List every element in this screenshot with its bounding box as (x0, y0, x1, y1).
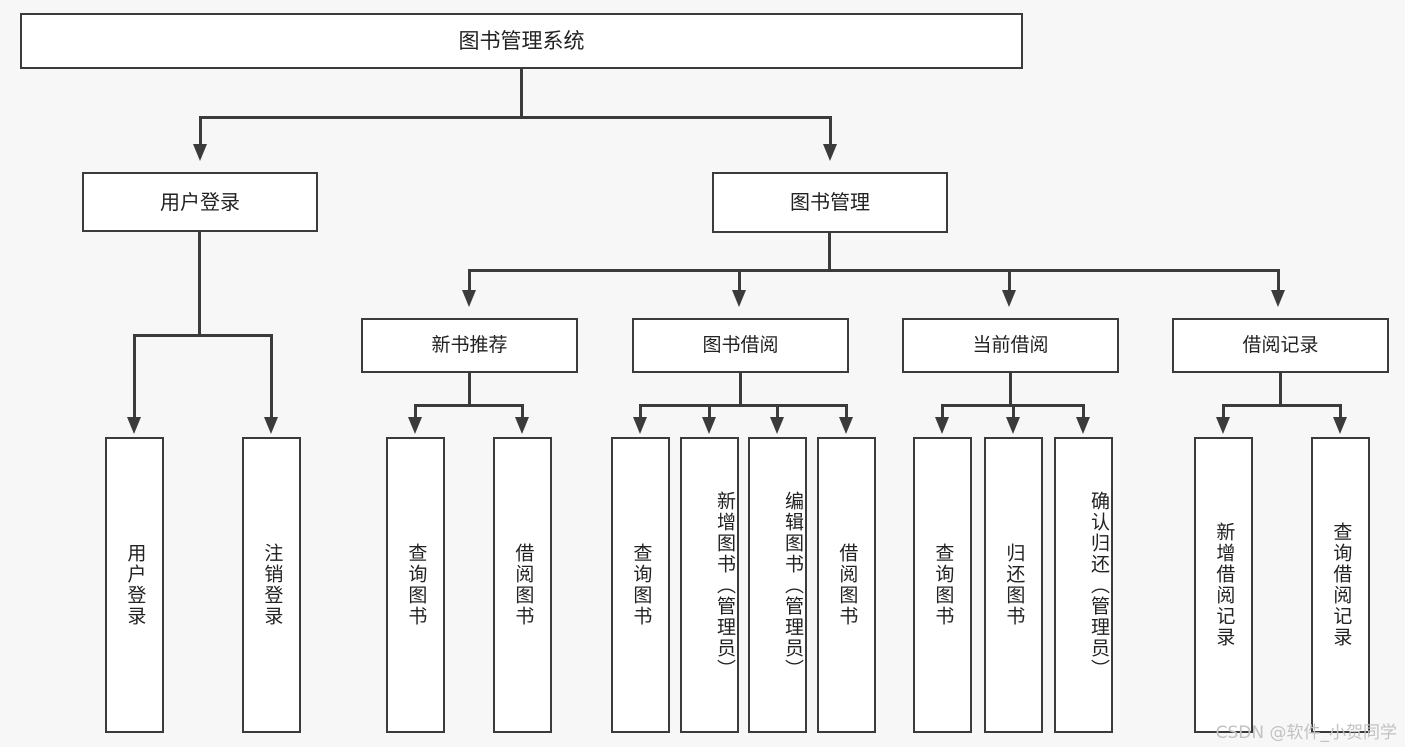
arrow-to-leaf-query-record (1333, 417, 1347, 434)
arrow-to-leaf-edit-book (770, 417, 784, 434)
arrow-to-leaf-add-book (702, 417, 716, 434)
connector-new-book-bus (414, 404, 522, 407)
leaf-label: 用户登录 (124, 543, 147, 627)
connector-current-borrow-stem (1009, 373, 1012, 405)
leaf-label: 查询图书 (405, 543, 428, 627)
node-label: 用户登录 (160, 189, 240, 214)
leaf-confirm-return-admin[interactable]: 确认归还（管理员） (1054, 437, 1113, 733)
connector-book-borrow-bus (639, 404, 847, 407)
connector-root-stem (520, 69, 523, 117)
leaf-label: 查询图书 (932, 543, 955, 627)
arrow-to-leaf-borrow-book-2 (839, 417, 853, 434)
node-book-borrow[interactable]: 图书借阅 (632, 318, 849, 373)
node-borrow-record[interactable]: 借阅记录 (1172, 318, 1389, 373)
connector-borrow-record-drop-1 (1339, 404, 1342, 418)
node-label: 图书管理系统 (458, 28, 585, 53)
leaf-label: 新增图书（管理员） (714, 490, 736, 680)
arrow-to-current-borrow (1002, 290, 1016, 307)
arrow-to-user-login (193, 144, 207, 161)
leaf-edit-book-admin[interactable]: 编辑图书（管理员） (748, 437, 807, 733)
connector-current-borrow-drop-2 (1082, 404, 1085, 418)
leaf-return-book[interactable]: 归还图书 (984, 437, 1043, 733)
node-label: 图书管理 (790, 190, 870, 214)
connector-book-borrow-drop-0 (639, 404, 642, 418)
connector-level2-drop-0 (468, 269, 471, 291)
connector-user-login-drop-0 (133, 334, 136, 418)
connector-borrow-record-drop-0 (1222, 404, 1225, 418)
connector-user-login-drop-1 (270, 334, 273, 418)
arrow-to-leaf-return-book (1006, 417, 1020, 434)
connector-level1-drop-1 (829, 116, 832, 145)
arrow-to-leaf-user-login (127, 417, 141, 434)
leaf-borrow-book[interactable]: 借阅图书 (817, 437, 876, 733)
connector-user-login-bus (133, 334, 271, 337)
connector-book-borrow-drop-3 (845, 404, 848, 418)
arrow-to-leaf-confirm-return (1076, 417, 1090, 434)
node-root-system[interactable]: 图书管理系统 (20, 13, 1023, 69)
leaf-label: 查询借阅记录 (1330, 522, 1353, 648)
leaf-add-borrow-record[interactable]: 新增借阅记录 (1194, 437, 1253, 733)
arrow-to-borrow-record (1271, 290, 1285, 307)
leaf-label: 新增借阅记录 (1213, 522, 1236, 648)
connector-new-book-drop-0 (414, 404, 417, 418)
leaf-add-book-admin[interactable]: 新增图书（管理员） (680, 437, 739, 733)
leaf-label: 确认归还（管理员） (1088, 490, 1110, 680)
connector-level2-drop-3 (1277, 269, 1280, 291)
connector-level2-drop-1 (738, 269, 741, 291)
leaf-label: 查询图书 (630, 543, 653, 627)
connector-new-book-stem (468, 373, 471, 405)
leaf-label: 编辑图书（管理员） (782, 490, 804, 680)
connector-borrow-record-stem (1279, 373, 1282, 405)
arrow-to-leaf-logout (264, 417, 278, 434)
node-label: 新书推荐 (431, 333, 508, 356)
connector-borrow-record-bus (1222, 404, 1341, 407)
node-label: 当前借阅 (972, 333, 1049, 356)
node-current-borrow[interactable]: 当前借阅 (902, 318, 1119, 373)
connector-current-borrow-drop-0 (941, 404, 944, 418)
node-label: 图书借阅 (702, 333, 779, 356)
connector-book-borrow-stem (739, 373, 742, 405)
leaf-label: 借阅图书 (512, 543, 535, 627)
node-user-login[interactable]: 用户登录 (82, 172, 318, 232)
connector-level2-drop-2 (1008, 269, 1011, 291)
leaf-label: 借阅图书 (836, 543, 859, 627)
connector-level1-bus (199, 116, 831, 119)
arrow-to-leaf-query-book-1 (408, 417, 422, 434)
arrow-to-leaf-query-book-2 (633, 417, 647, 434)
arrow-to-leaf-query-book-3 (935, 417, 949, 434)
leaf-query-book-borrow[interactable]: 查询图书 (611, 437, 670, 733)
connector-book-manage-stem (828, 233, 831, 270)
connector-level2-bus (468, 269, 1277, 272)
leaf-query-book-new[interactable]: 查询图书 (386, 437, 445, 733)
leaf-query-borrow-record[interactable]: 查询借阅记录 (1311, 437, 1370, 733)
arrow-to-book-manage (823, 144, 837, 161)
connector-book-borrow-drop-1 (708, 404, 711, 418)
leaf-logout[interactable]: 注销登录 (242, 437, 301, 733)
connector-new-book-drop-1 (521, 404, 524, 418)
node-new-book-recommend[interactable]: 新书推荐 (361, 318, 578, 373)
node-label: 借阅记录 (1242, 333, 1319, 356)
connector-current-borrow-drop-1 (1012, 404, 1015, 418)
arrow-to-borrow-book (732, 290, 746, 307)
leaf-borrow-book-new[interactable]: 借阅图书 (493, 437, 552, 733)
connector-user-login-stem (198, 232, 201, 335)
leaf-query-book-current[interactable]: 查询图书 (913, 437, 972, 733)
leaf-label: 归还图书 (1003, 543, 1026, 627)
arrow-to-leaf-borrow-book-1 (515, 417, 529, 434)
node-book-management[interactable]: 图书管理 (712, 172, 948, 233)
leaf-label: 注销登录 (261, 543, 284, 627)
arrow-to-leaf-add-record (1216, 417, 1230, 434)
leaf-user-login[interactable]: 用户登录 (105, 437, 164, 733)
connector-book-borrow-drop-2 (776, 404, 779, 418)
arrow-to-new-book (462, 290, 476, 307)
connector-level1-drop-0 (199, 116, 202, 145)
